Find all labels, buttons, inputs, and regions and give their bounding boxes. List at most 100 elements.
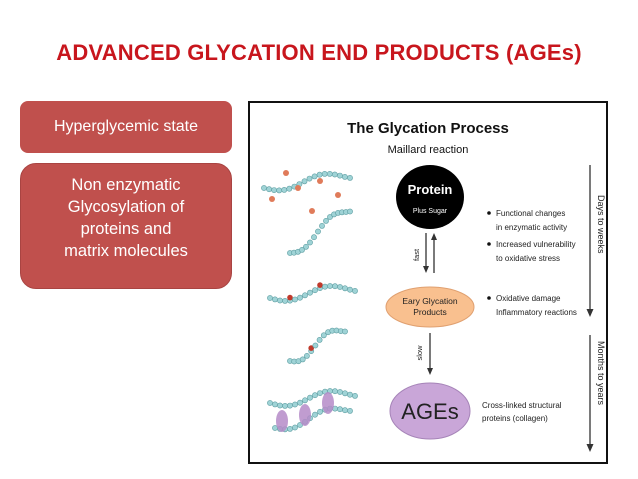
amino-acid-bead — [312, 342, 319, 349]
amino-acid-bead — [277, 402, 283, 409]
amino-acid-bead — [321, 171, 328, 177]
amino-acid-bead — [299, 246, 305, 253]
amino-acid-bead — [307, 239, 313, 246]
amino-acid-bead — [315, 228, 321, 235]
figure-subtitle: Maillard reaction — [388, 144, 469, 156]
ages-desc-1: Cross-linked structural — [482, 401, 562, 410]
amino-acid-bead — [276, 187, 283, 194]
glycosylation-line-2: Glycosylation of — [67, 198, 185, 216]
crosslink — [322, 392, 334, 414]
slow-arrow-head — [427, 368, 433, 375]
glycosylation-line-1: Non enzymatic — [71, 176, 181, 194]
amino-acid-bead — [337, 389, 343, 395]
amino-acid-bead — [332, 283, 338, 290]
amino-acid-bead — [337, 284, 343, 290]
protein-bullet-2: Increased vulnerability — [496, 240, 576, 249]
amino-acid-bead — [347, 391, 353, 398]
bullet-dot — [487, 211, 491, 215]
amino-acid-bead — [337, 406, 343, 413]
early-glycation-label-1: Eary Glycation — [402, 296, 458, 306]
amino-acid-bead — [277, 297, 283, 304]
amino-acid-bead — [316, 336, 323, 343]
bullet-dot — [487, 296, 491, 300]
fast-arrow-up-head — [431, 233, 437, 240]
amino-acid-bead — [306, 175, 313, 182]
ages-desc-2: proteins (collagen) — [482, 414, 548, 423]
amino-acid-bead — [347, 407, 353, 414]
amino-acid-bead — [302, 397, 308, 404]
amino-acid-bead — [342, 407, 348, 414]
amino-acid-bead — [301, 178, 308, 185]
early-bullet-2: Inflammatory reactions — [496, 308, 577, 317]
chain-group-middle — [267, 282, 358, 365]
amino-acid-bead — [292, 424, 298, 431]
early-glycation-ellipse — [385, 286, 475, 328]
amino-acid-bead — [342, 328, 348, 335]
side-label-bottom: Months to years — [596, 341, 606, 406]
amino-acid-bead — [326, 171, 333, 177]
amino-acid-bead — [327, 283, 333, 289]
amino-acid-bead — [287, 402, 293, 409]
chain-group-bottom — [267, 388, 358, 433]
protein-bullet-1: Functional changes — [496, 209, 565, 218]
glycosylation-line-3: proteins and — [80, 220, 172, 238]
chain-group-top — [261, 170, 353, 256]
sugar-attachment — [308, 345, 314, 351]
amino-acid-bead — [347, 286, 353, 293]
amino-acid-bead — [272, 296, 278, 303]
amino-acid-bead — [286, 185, 293, 192]
amino-acid-bead — [297, 399, 303, 406]
amino-acid-bead — [304, 352, 310, 359]
amino-acid-bead — [266, 186, 272, 193]
protein-bullet-1b: in enzymatic activity — [496, 223, 567, 232]
amino-acid-bead — [323, 218, 329, 224]
amino-acid-bead — [319, 223, 325, 229]
free-sugar-molecule — [295, 185, 301, 191]
amino-acid-bead — [311, 234, 317, 241]
amino-acid-bead — [322, 283, 328, 290]
amino-acid-bead — [342, 174, 348, 180]
side-label-top: Days to weeks — [596, 195, 606, 254]
early-glycation-label-2: Products — [413, 307, 447, 317]
amino-acid-bead — [337, 172, 343, 179]
amino-acid-bead — [316, 171, 323, 178]
amino-acid-bead — [292, 296, 298, 303]
glycation-diagram: The Glycation Process Maillard reaction … — [261, 120, 606, 452]
glycosylation-box: Non enzymatic Glycosylation of proteins … — [20, 163, 232, 289]
amino-acid-bead — [332, 388, 338, 395]
amino-acid-bead — [261, 185, 267, 191]
amino-acid-bead — [287, 425, 293, 432]
amino-acid-bead — [271, 187, 277, 193]
amino-acid-bead — [311, 173, 318, 180]
amino-acid-bead — [312, 287, 318, 294]
amino-acid-bead — [347, 208, 353, 215]
timeline-arrow-top-head — [586, 309, 594, 317]
amino-acid-bead — [282, 297, 288, 304]
protein-sub-label: Plus Sugar — [413, 208, 448, 215]
early-bullet-1: Oxidative damage — [496, 294, 561, 303]
amino-acid-bead — [282, 402, 288, 409]
amino-acid-bead — [267, 295, 273, 301]
slide-title: ADVANCED GLYCATION END PRODUCTS (AGEs) — [56, 40, 582, 65]
amino-acid-bead — [352, 392, 358, 399]
amino-acid-bead — [352, 287, 358, 294]
timeline-arrow-bottom-head — [586, 444, 594, 452]
figure-title: The Glycation Process — [347, 120, 509, 137]
amino-acid-bead — [317, 408, 323, 415]
amino-acid-bead — [307, 394, 313, 401]
bullet-dot — [487, 242, 491, 246]
glycosylation-line-4: matrix molecules — [64, 242, 188, 260]
sugar-attachment — [317, 282, 323, 288]
fast-arrow-down-head — [423, 266, 429, 273]
glycation-process-figure: The Glycation Process Maillard reaction … — [248, 101, 608, 464]
ages-ellipse — [389, 382, 471, 440]
free-sugar-molecule — [335, 192, 341, 198]
sugar-attachment — [287, 294, 293, 301]
free-sugar-molecule — [283, 170, 289, 176]
amino-acid-bead — [303, 243, 309, 250]
amino-acid-bead — [312, 392, 318, 399]
amino-acid-bead — [292, 401, 298, 408]
free-sugar-molecule — [309, 208, 315, 214]
protein-label: Protein — [408, 182, 453, 197]
protein-circle — [396, 165, 464, 229]
